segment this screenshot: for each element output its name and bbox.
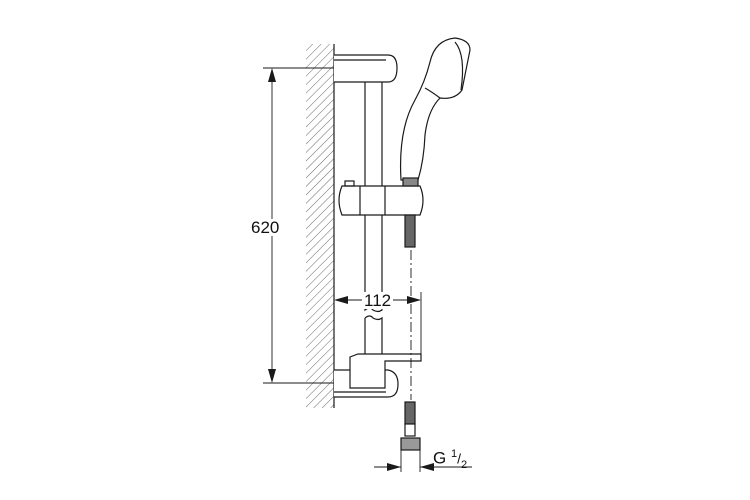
sliding-holder xyxy=(338,185,424,216)
wall-hatch xyxy=(306,44,334,408)
projection-dimension-label: 112 xyxy=(362,291,394,310)
thread-fraction-denominator: 2 xyxy=(460,459,468,472)
hand-shower xyxy=(400,37,471,181)
top-wall-bracket xyxy=(334,54,398,83)
soap-dish xyxy=(349,353,422,389)
hose-upper xyxy=(404,214,416,248)
height-dimension-label: 620 xyxy=(251,218,280,237)
thread-label: G xyxy=(433,448,447,468)
hose-lower xyxy=(404,401,416,425)
thread-size-label: G 1/2 xyxy=(433,448,468,472)
hose-connector-top xyxy=(402,177,419,187)
hose-nut xyxy=(400,437,421,451)
thread-fraction-numerator: 1 xyxy=(450,448,458,460)
